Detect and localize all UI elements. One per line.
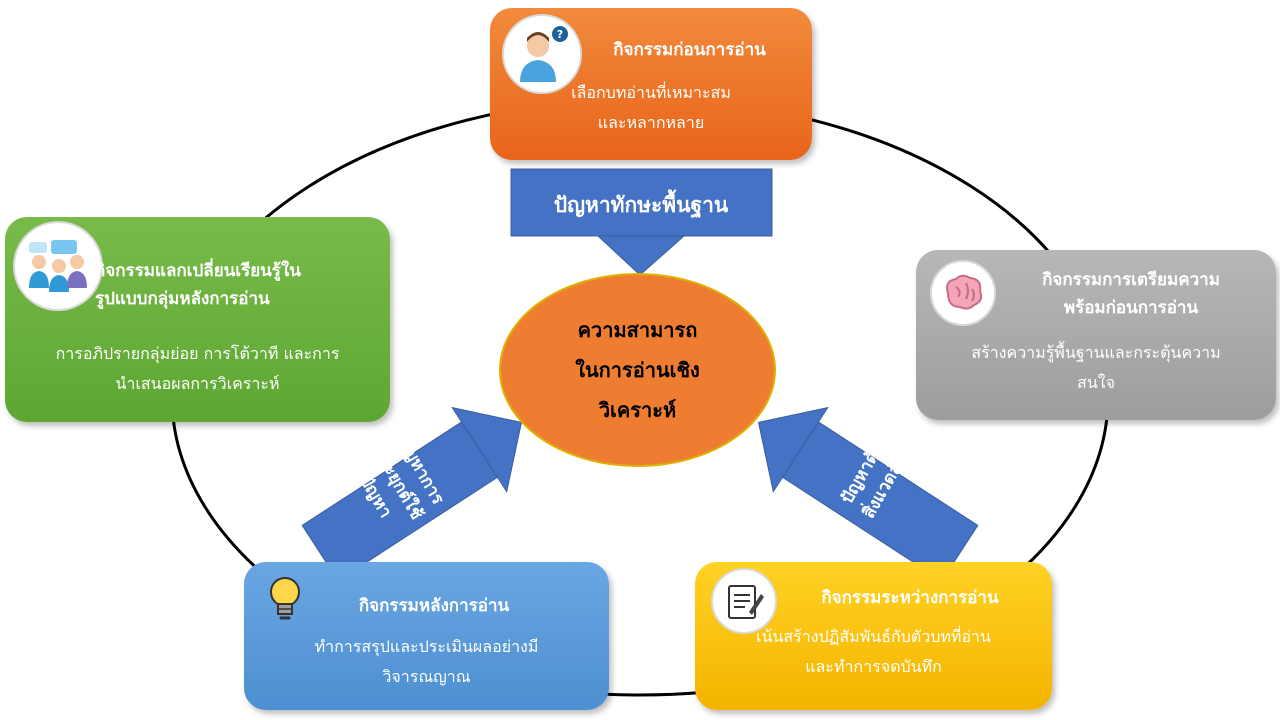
center-line3: วิเคราะห์ <box>598 398 677 422</box>
preparation-title-line1: กิจกรรมการเตรียมความ <box>1042 270 1220 290</box>
preparation-box: กิจกรรมการเตรียมความ พร้อมก่อนการอ่าน สร… <box>916 250 1276 420</box>
group-exchange-title-line2: รูปแบบกลุ่มหลังการอ่าน <box>95 289 270 309</box>
preparation-title: กิจกรรมการเตรียมความ พร้อมก่อนการอ่าน <box>996 266 1266 322</box>
arrow-left <box>301 406 523 582</box>
group-exchange-desc-line2: นำเสนอผลการวิเคราะห์ <box>115 374 280 393</box>
after-reading-box: กิจกรรมหลังการอ่าน ทำการสรุปและประเมินผล… <box>244 562 609 710</box>
after-reading-title: กิจกรรมหลังการอ่าน <box>358 596 510 616</box>
group-exchange-title: กิจกรรมแลกเปลี่ยนเรียนรู้ใน รูปแบบกลุ่มห… <box>85 257 395 313</box>
preparation-desc-line2: สนใจ <box>1077 373 1115 392</box>
lightbulb-icon <box>254 568 316 630</box>
during-reading-desc-line1: เน้นสร้างปฏิสัมพันธ์กับตัวบทที่อ่าน <box>756 627 991 646</box>
before-reading-desc: เลือกบทอ่านที่เหมาะสม และหลากหลาย <box>490 78 812 138</box>
after-reading-desc-line1: ทำการสรุปและประเมินผลอย่างมี <box>314 637 539 656</box>
group-exchange-title-line1: กิจกรรมแลกเปลี่ยนเรียนรู้ใน <box>95 261 301 281</box>
before-reading-desc-line1: เลือกบทอ่านที่เหมาะสม <box>571 83 731 102</box>
center-node: ความสามารถ ในการอ่านเชิง วิเคราะห์ <box>499 273 776 467</box>
center-line2: ในการอ่านเชิง <box>575 358 700 382</box>
after-reading-desc: ทำการสรุปและประเมินผลอย่างมี วิจารณญาณ <box>244 632 609 692</box>
preparation-desc: สร้างความรู้พื้นฐานและกระตุ้นความ สนใจ <box>916 338 1276 398</box>
svg-text:?: ? <box>557 28 563 41</box>
during-reading-box: กิจกรรมระหว่างการอ่าน เน้นสร้างปฏิสัมพัน… <box>695 562 1052 710</box>
thinking-man-icon: ? <box>502 14 582 94</box>
preparation-title-line2: พร้อมก่อนการอ่าน <box>1063 298 1199 318</box>
during-reading-desc: เน้นสร้างปฏิสัมพันธ์กับตัวบทที่อ่าน และท… <box>695 622 1052 682</box>
center-line1: ความสามารถ <box>577 318 698 342</box>
brain-icon <box>930 260 996 326</box>
notepad-icon <box>711 568 777 634</box>
during-reading-desc-line2: และทำการจดบันทึก <box>805 657 942 676</box>
before-reading-title: กิจกรรมก่อนการอ่าน <box>613 40 766 60</box>
group-exchange-box: กิจกรรมแลกเปลี่ยนเรียนรู้ใน รูปแบบกลุ่มห… <box>5 217 390 422</box>
preparation-desc-line1: สร้างความรู้พื้นฐานและกระตุ้นความ <box>971 343 1221 362</box>
during-reading-title: กิจกรรมระหว่างการอ่าน <box>821 588 999 608</box>
arrow-right <box>757 406 979 582</box>
group-exchange-desc: การอภิปรายกลุ่มย่อย การโต้วาที และการ นำ… <box>5 339 390 399</box>
before-reading-desc-line2: และหลากหลาย <box>597 113 705 132</box>
arrow-top-head <box>596 235 686 276</box>
after-reading-desc-line2: วิจารณญาณ <box>382 667 471 686</box>
group-discussion-icon <box>13 221 103 311</box>
group-exchange-desc-line1: การอภิปรายกลุ่มย่อย การโต้วาที และการ <box>55 344 340 363</box>
before-reading-box: ? กิจกรรมก่อนการอ่าน เลือกบทอ่านที่เหมาะ… <box>490 8 812 160</box>
arrow-top-label: ปัญหาทักษะพื้นฐาน <box>553 193 729 217</box>
